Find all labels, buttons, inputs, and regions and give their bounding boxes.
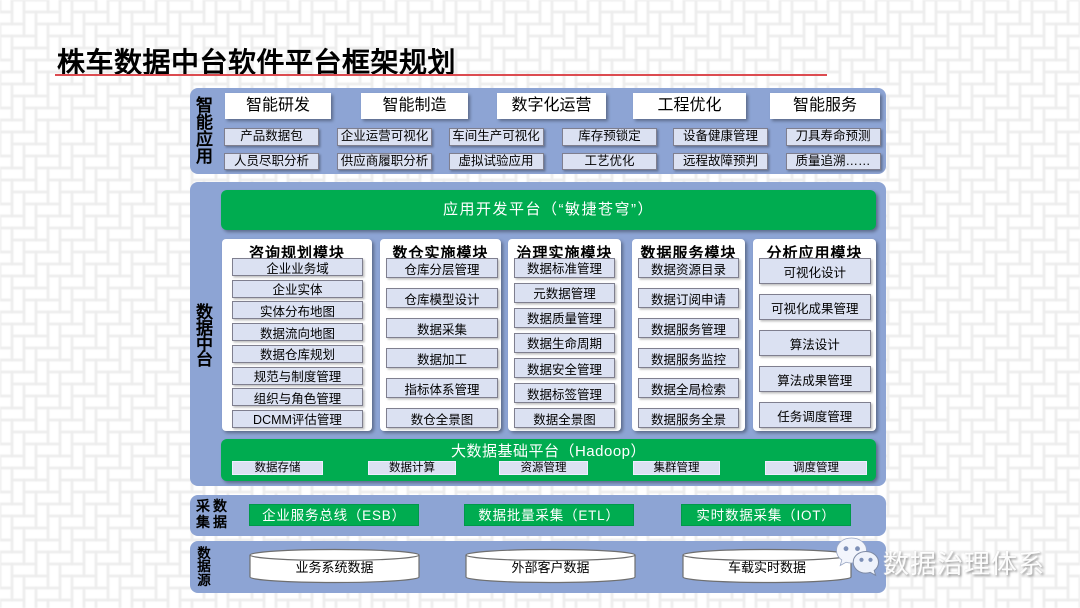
svg-text:外部客户数据: 外部客户数据 [511, 560, 589, 575]
svg-text:业务系统数据: 业务系统数据 [295, 560, 373, 575]
svg-text:车载实时数据: 车载实时数据 [728, 560, 806, 575]
